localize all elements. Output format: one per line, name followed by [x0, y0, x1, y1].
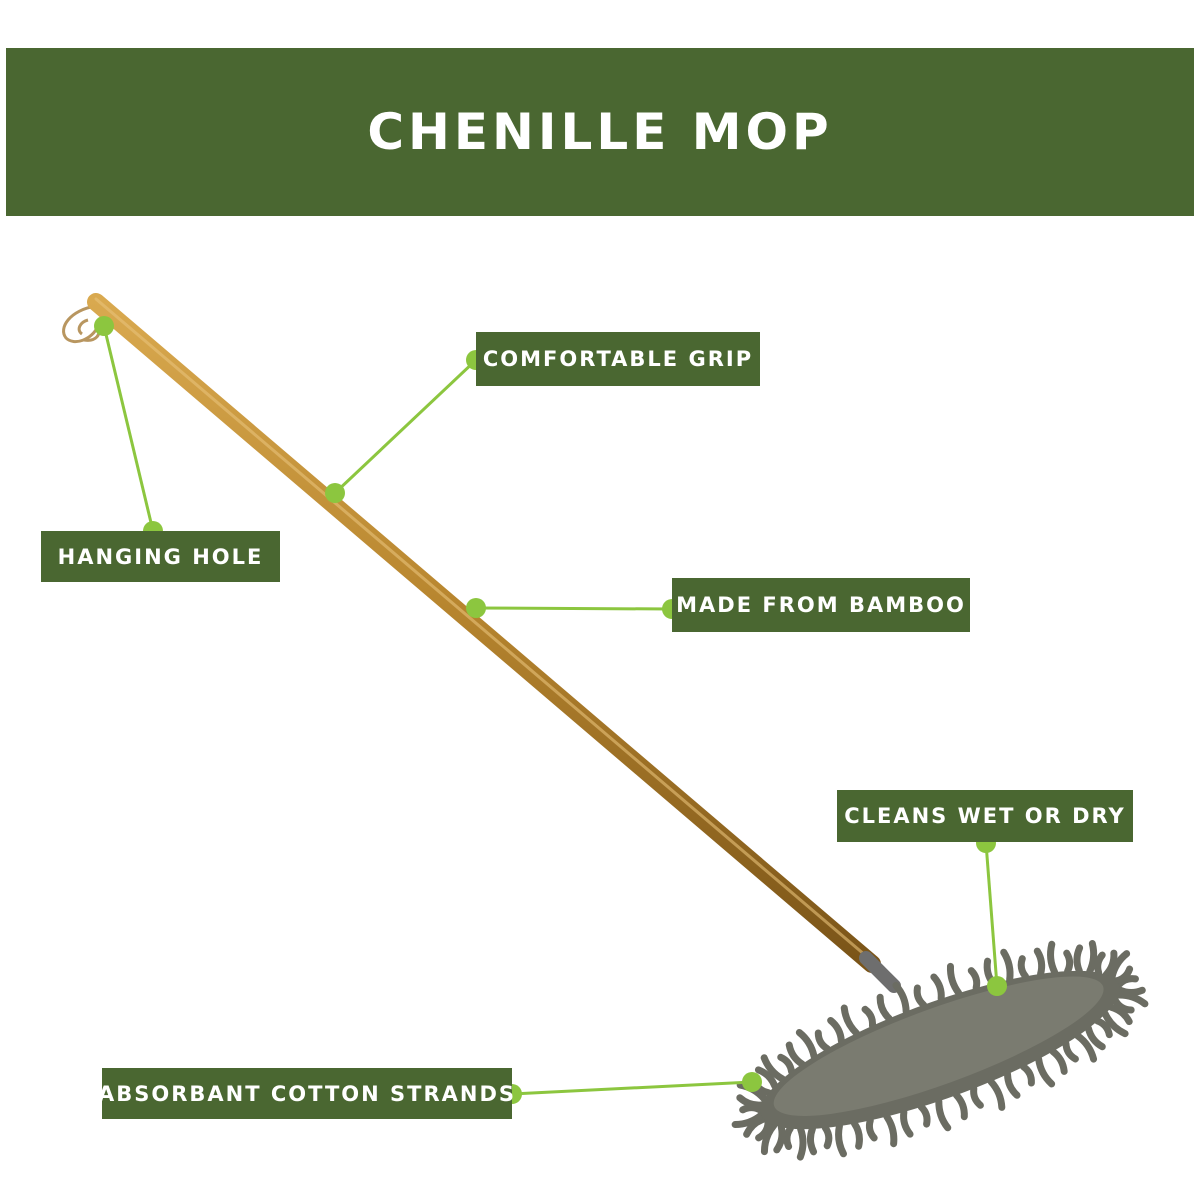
callout-comfortable-grip: COMFORTABLE GRIP [476, 332, 760, 386]
dot-strands-head [742, 1072, 762, 1092]
mop-fringe-strand [1086, 940, 1098, 975]
mop-fringe-strand [1073, 944, 1084, 975]
mop-fringe-strand [1000, 948, 1014, 984]
mop-fringe-strand [987, 1078, 1006, 1111]
mop-fringe-strand [1094, 951, 1106, 977]
mop-fringe-strand [1084, 1024, 1106, 1051]
title-banner: CHENILLE MOP [6, 48, 1194, 216]
mop-fringe-strand [917, 1103, 931, 1128]
mop-fringe-strand [967, 967, 981, 992]
mop-fringe-strand [892, 981, 910, 1015]
mop-fringe-strand [1112, 965, 1134, 985]
mop-fringe-strand [1101, 1010, 1129, 1038]
dot-bamboo-handle [466, 598, 486, 618]
mop-fringe-strand [1049, 1047, 1068, 1075]
mop-fringe-strand [1107, 1003, 1133, 1026]
dot-grip-handle [325, 483, 345, 503]
mop-fringe-strand [1115, 986, 1146, 997]
mop-fringe-strand [760, 1121, 778, 1156]
mop-fringe-strand [1094, 1017, 1113, 1039]
dot-wet-dry-head [987, 976, 1007, 996]
mop-fringe-strand [1035, 1055, 1056, 1088]
mop-fringe-strand [814, 1029, 831, 1053]
mop-fringe-strand [736, 1094, 766, 1109]
dot-hanging-hole-top [94, 316, 114, 336]
mop-fringe-strand [1063, 949, 1074, 975]
bamboo-handle [87, 293, 881, 973]
mop-fringe-strand [755, 1119, 772, 1142]
mop-fringe-strand [731, 1111, 765, 1129]
callout-absorbant-cotton-strands: ABSORBANT COTTON STRANDS [98, 1068, 514, 1119]
mop-fringe-strand [827, 1016, 845, 1045]
mop-fringe-strand [876, 993, 893, 1022]
mop-fringe-strand [840, 1004, 861, 1037]
mop-fringe-strand [861, 1005, 877, 1030]
mop-fringe-strand [796, 1125, 807, 1161]
callout-cleans-wet-or-dry: CLEANS WET OR DRY [837, 790, 1133, 842]
mop-fringe-strand [1108, 950, 1131, 981]
callout-dots [94, 316, 1007, 1104]
mop-fringe-strand [900, 1108, 914, 1138]
mop-fringe-strand [913, 984, 928, 1009]
callout-hanging-hole: HANGING HOLE [41, 531, 280, 582]
mop-fringe-strand [865, 1116, 878, 1142]
mop-fringe-strand [777, 1053, 796, 1076]
mop-fringe-strand [783, 1125, 794, 1150]
mop-fringe-strand [1112, 997, 1135, 1014]
mop-fringe-strand [821, 1124, 833, 1150]
mop-fringe-strand [1033, 947, 1046, 978]
handle-connector [859, 951, 901, 993]
mop-fringe-strand [1102, 949, 1118, 979]
mop-fringe-strand [1004, 1070, 1021, 1099]
mop-fringe-strand [930, 973, 945, 1003]
mop-fringe-strand [785, 1041, 806, 1068]
mop-fringe-strand [806, 1125, 818, 1156]
mop-fringe-strand [835, 1122, 847, 1158]
callout-lines [102, 325, 999, 1096]
mop-fringe-strand [935, 1097, 952, 1132]
page-title: CHENILLE MOP [367, 103, 833, 161]
mop-fringe-strand [1074, 1032, 1098, 1063]
mop-fringe-strand [1047, 940, 1059, 976]
callout-made-from-bamboo: MADE FROM BAMBOO [672, 578, 970, 632]
mop-fringe-strand [970, 1085, 984, 1109]
mop-fringe-strand [795, 1029, 818, 1060]
mop-fringe-strand [946, 962, 963, 997]
mop-fringe-strand [760, 1054, 786, 1083]
mop-fringe-strand [1019, 1063, 1035, 1087]
mop-fringe-strand [773, 1123, 786, 1154]
mop-fringe-strand [743, 1115, 768, 1138]
mop-fringe-strand [1017, 955, 1030, 980]
mop-fringe-strand [952, 1091, 968, 1121]
mop-fringe-strand [850, 1120, 863, 1150]
mop-fringe-strand [1062, 1040, 1079, 1063]
mop-fringe-strand [1114, 991, 1149, 1008]
mop-fringe-strand [883, 1113, 898, 1148]
mop-fringe-strand [754, 1066, 779, 1090]
mop-head [731, 940, 1149, 1161]
